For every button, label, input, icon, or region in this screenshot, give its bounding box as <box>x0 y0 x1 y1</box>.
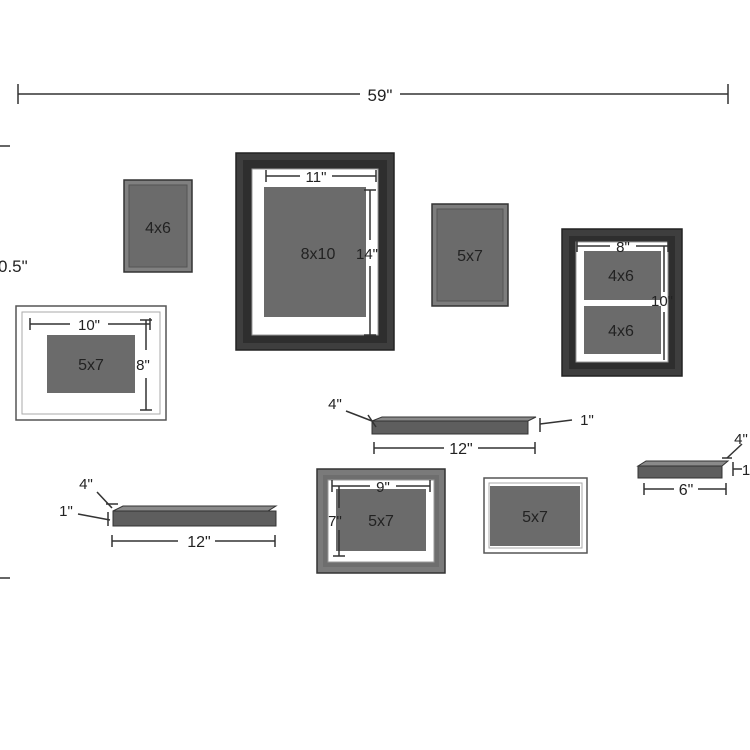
frame-height-dimension <box>364 189 376 336</box>
overall-height-dimension <box>0 145 10 579</box>
shelf-6in-right: 4" 1 6" <box>636 431 750 499</box>
shelf-length-label: 12" <box>187 534 210 551</box>
frame-photo-label: 5x7 <box>457 248 483 265</box>
frame-width-label: 9" <box>376 479 390 496</box>
frame-photo-label-bottom: 4x6 <box>608 323 634 340</box>
shelf-length-label: 6" <box>679 482 694 499</box>
frame-photo-label: 4x6 <box>145 220 171 237</box>
frame-height-dimension <box>140 319 152 411</box>
frame-5x7-center: 5x7 <box>431 203 509 307</box>
frame-height-label: 10" <box>651 293 673 310</box>
shelf-12in-center: 4" 1" 12" <box>328 396 594 458</box>
frame-5x7-white-bottom: 5x7 <box>483 477 588 554</box>
shelf-thickness-label: 1 <box>742 462 750 479</box>
frame-photo-label: 8x10 <box>301 246 336 263</box>
frame-width-label: 11" <box>306 169 327 186</box>
frame-photo-label-top: 4x6 <box>608 268 634 285</box>
frame-height-label: 14" <box>356 246 378 263</box>
frame-photo-label: 5x7 <box>522 509 548 526</box>
frame-width-dimension <box>576 240 669 252</box>
frame-height-label: 8" <box>136 357 150 374</box>
frame-width-dimension <box>29 318 151 330</box>
frame-5x7-white-left: 5x7 10" 8" <box>15 305 167 421</box>
shelf-depth-label: 4" <box>734 431 748 448</box>
frame-double-4x6: 4x6 4x6 8" 10" <box>561 228 683 377</box>
frame-8x10-large: 8x10 11" 14" <box>235 152 395 351</box>
frame-photo-label: 5x7 <box>78 357 104 374</box>
frame-width-dimension <box>265 170 377 182</box>
shelf-depth-label: 4" <box>328 396 342 413</box>
overall-width-label: 59" <box>368 86 393 105</box>
shelf-12in-left: 4" 1" 12" <box>59 476 278 551</box>
frame-width-label: 8" <box>616 239 630 256</box>
frame-height-dimension <box>333 486 345 557</box>
frame-width-label: 10" <box>78 317 100 334</box>
shelf-thickness-label: 1" <box>580 412 594 429</box>
frame-4x6-small: 4x6 <box>123 179 193 273</box>
shelf-length-label: 12" <box>449 441 472 458</box>
frame-height-label: 7" <box>328 513 342 530</box>
shelf-depth-label: 4" <box>79 476 93 493</box>
frame-5x7-bottom-center: 5x7 9" 7" <box>316 468 446 574</box>
overall-width-dimension <box>17 84 729 104</box>
frame-photo-label: 5x7 <box>368 513 394 530</box>
overall-height-label: 0.5" <box>0 257 28 276</box>
shelf-thickness-label: 1" <box>59 503 73 520</box>
